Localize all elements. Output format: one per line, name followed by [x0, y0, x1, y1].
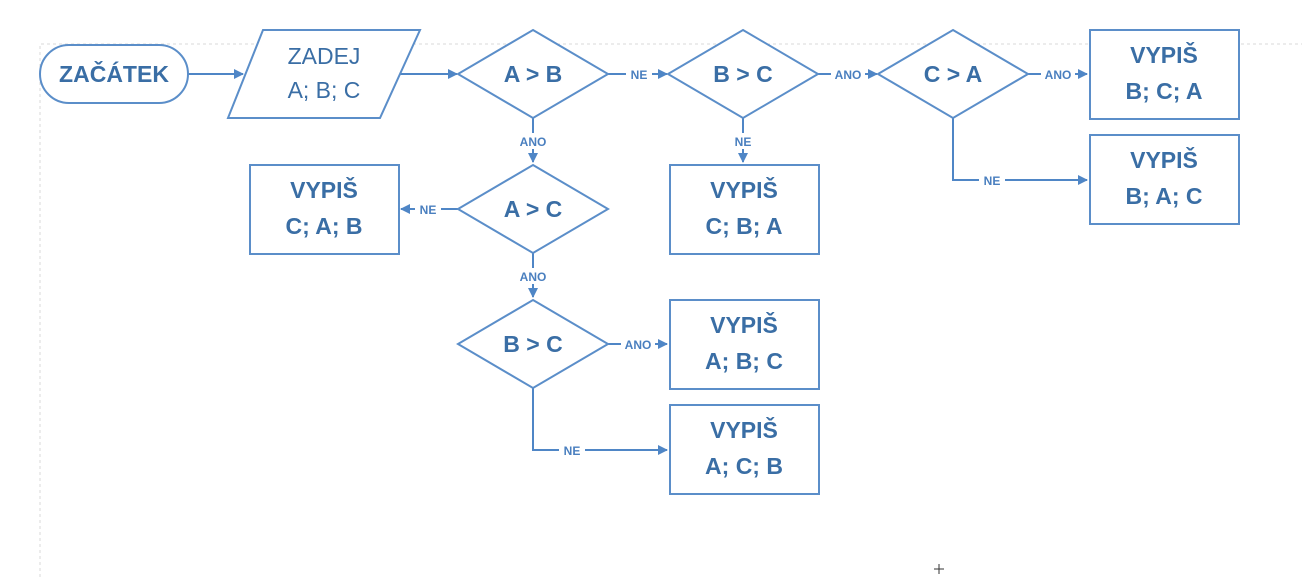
svg-text:VYPIŠ: VYPIŠ — [1130, 146, 1198, 173]
edge-b-gt-c-low-to-out-acb — [532, 388, 668, 455]
decision-b-gt-c-top-label: B > C — [713, 61, 772, 87]
edge-label-bc-ano: ANO — [831, 66, 865, 82]
svg-text:VYPIŠ: VYPIŠ — [710, 416, 778, 443]
output-c-b-a: VYPIŠ C; B; A — [669, 164, 820, 255]
svg-text:NE: NE — [564, 444, 581, 458]
decision-a-gt-b-label: A > B — [504, 61, 563, 87]
decision-a-gt-b: A > B — [456, 28, 610, 120]
edge-label-ab-ano: ANO — [516, 133, 550, 149]
svg-text:VYPIŠ: VYPIŠ — [710, 311, 778, 338]
svg-text:VYPIŠ: VYPIŠ — [710, 176, 778, 203]
input-line-1: ZADEJ — [288, 43, 361, 69]
edge-label-ca-ano: ANO — [1041, 66, 1075, 82]
edge-label-bc-ne: NE — [730, 133, 756, 149]
edge-label-bc2-ne: NE — [559, 442, 585, 458]
edge-label-ab-ne: NE — [626, 66, 652, 82]
svg-text:C; A; B: C; A; B — [285, 213, 362, 239]
decision-b-gt-c-top: B > C — [666, 28, 820, 120]
svg-text:A; C; B: A; C; B — [705, 453, 783, 479]
output-b-c-a: VYPIŠ B; C; A — [1089, 29, 1240, 120]
decision-b-gt-c-low-label: B > C — [503, 331, 562, 357]
decision-a-gt-c: A > C — [456, 163, 610, 255]
decision-c-gt-a: C > A — [876, 28, 1030, 120]
svg-text:C; B; A: C; B; A — [705, 213, 782, 239]
svg-text:ANO: ANO — [520, 135, 547, 149]
decision-c-gt-a-label: C > A — [924, 61, 983, 87]
input-line-2: A; B; C — [288, 77, 361, 103]
svg-text:NE: NE — [735, 135, 752, 149]
start-terminator: ZAČÁTEK — [39, 44, 189, 104]
crosshair-cursor-icon — [934, 564, 944, 574]
svg-text:NE: NE — [631, 68, 648, 82]
svg-text:B; C; A: B; C; A — [1125, 78, 1202, 104]
edge-label-ca-ne: NE — [979, 172, 1005, 188]
decision-a-gt-c-label: A > C — [504, 196, 563, 222]
svg-text:ANO: ANO — [520, 270, 547, 284]
svg-text:NE: NE — [984, 174, 1001, 188]
svg-text:VYPIŠ: VYPIŠ — [1130, 41, 1198, 68]
output-b-a-c: VYPIŠ B; A; C — [1089, 134, 1240, 225]
svg-text:A; B; C: A; B; C — [705, 348, 783, 374]
edge-label-bc2-ano: ANO — [621, 336, 655, 352]
edge-label-ac-ano: ANO — [516, 268, 550, 284]
decision-b-gt-c-low: B > C — [456, 298, 610, 390]
svg-text:NE: NE — [420, 203, 437, 217]
svg-text:VYPIŠ: VYPIŠ — [290, 176, 358, 203]
output-a-c-b: VYPIŠ A; C; B — [669, 404, 820, 495]
page-guide — [39, 43, 1302, 577]
edge-c-gt-a-to-out-bac — [952, 118, 1088, 185]
svg-text:ANO: ANO — [625, 338, 652, 352]
output-c-a-b: VYPIŠ C; A; B — [249, 164, 400, 255]
output-a-b-c: VYPIŠ A; B; C — [669, 299, 820, 390]
svg-text:ANO: ANO — [1045, 68, 1072, 82]
svg-text:ANO: ANO — [835, 68, 862, 82]
start-label: ZAČÁTEK — [59, 60, 169, 87]
input-node: ZADEJ A; B; C — [226, 29, 422, 119]
svg-text:B; A; C: B; A; C — [1125, 183, 1202, 209]
edge-label-ac-ne: NE — [415, 201, 441, 217]
